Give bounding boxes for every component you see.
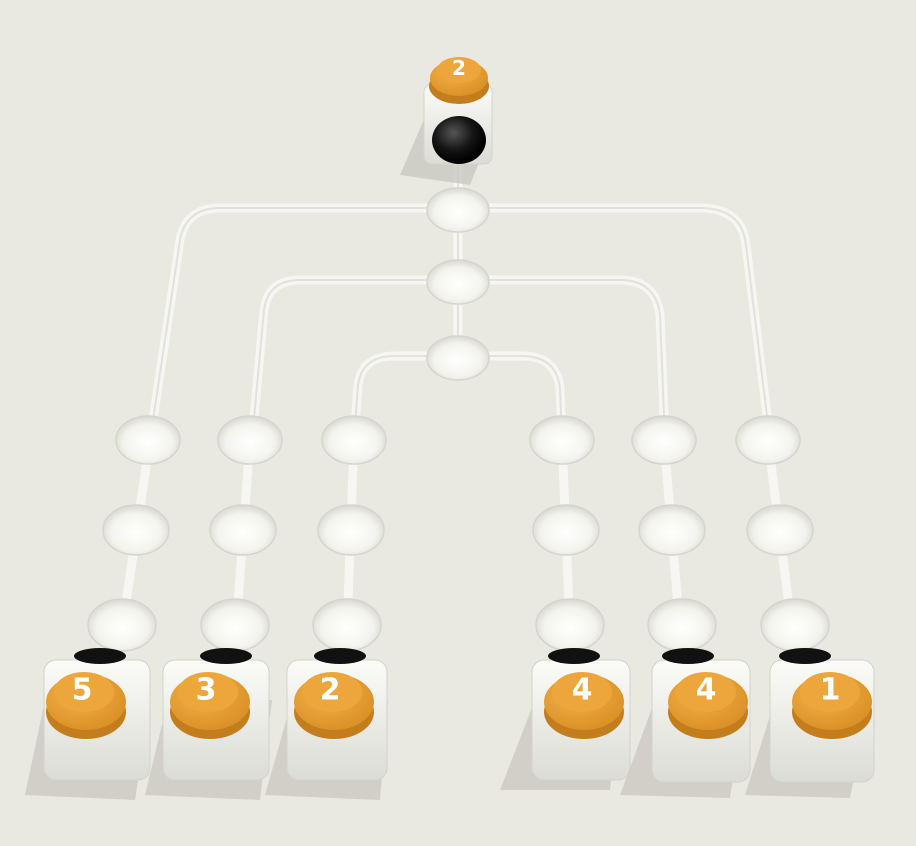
slot	[532, 504, 600, 556]
source-dispenser[interactable]: 2	[400, 56, 493, 185]
source-number-label: 2	[452, 56, 466, 80]
bin-3-number-label: 2	[320, 673, 341, 708]
slot	[647, 598, 717, 652]
junction-slot-1	[426, 187, 490, 233]
slot	[317, 504, 385, 556]
slot	[115, 415, 181, 465]
bin-4-number-label: 4	[572, 673, 593, 708]
bin-4[interactable]: 4	[500, 648, 631, 790]
slot	[217, 415, 283, 465]
bin-6[interactable]: 1	[745, 648, 875, 798]
bin-5[interactable]: 4	[620, 648, 751, 798]
bin-3[interactable]: 2	[265, 648, 388, 800]
source-ball	[432, 116, 486, 164]
slot	[200, 598, 270, 652]
bin-2-number-label: 3	[196, 673, 217, 708]
slot	[209, 504, 277, 556]
junction-slot-2	[426, 259, 490, 305]
slot	[102, 504, 170, 556]
slot	[529, 415, 595, 465]
bin-2[interactable]: 3	[145, 648, 272, 800]
bin-5-number-label: 4	[696, 673, 717, 708]
slot	[535, 598, 605, 652]
slot	[746, 504, 814, 556]
slot	[735, 415, 801, 465]
slot	[760, 598, 830, 652]
slot	[87, 598, 157, 652]
slot	[638, 504, 706, 556]
bin-1[interactable]: 5	[25, 648, 151, 800]
slot	[631, 415, 697, 465]
bin-1-number-label: 5	[72, 673, 93, 708]
bin-6-number-label: 1	[820, 673, 841, 708]
slot	[312, 598, 382, 652]
junction-slot-3	[426, 335, 490, 381]
slot	[321, 415, 387, 465]
